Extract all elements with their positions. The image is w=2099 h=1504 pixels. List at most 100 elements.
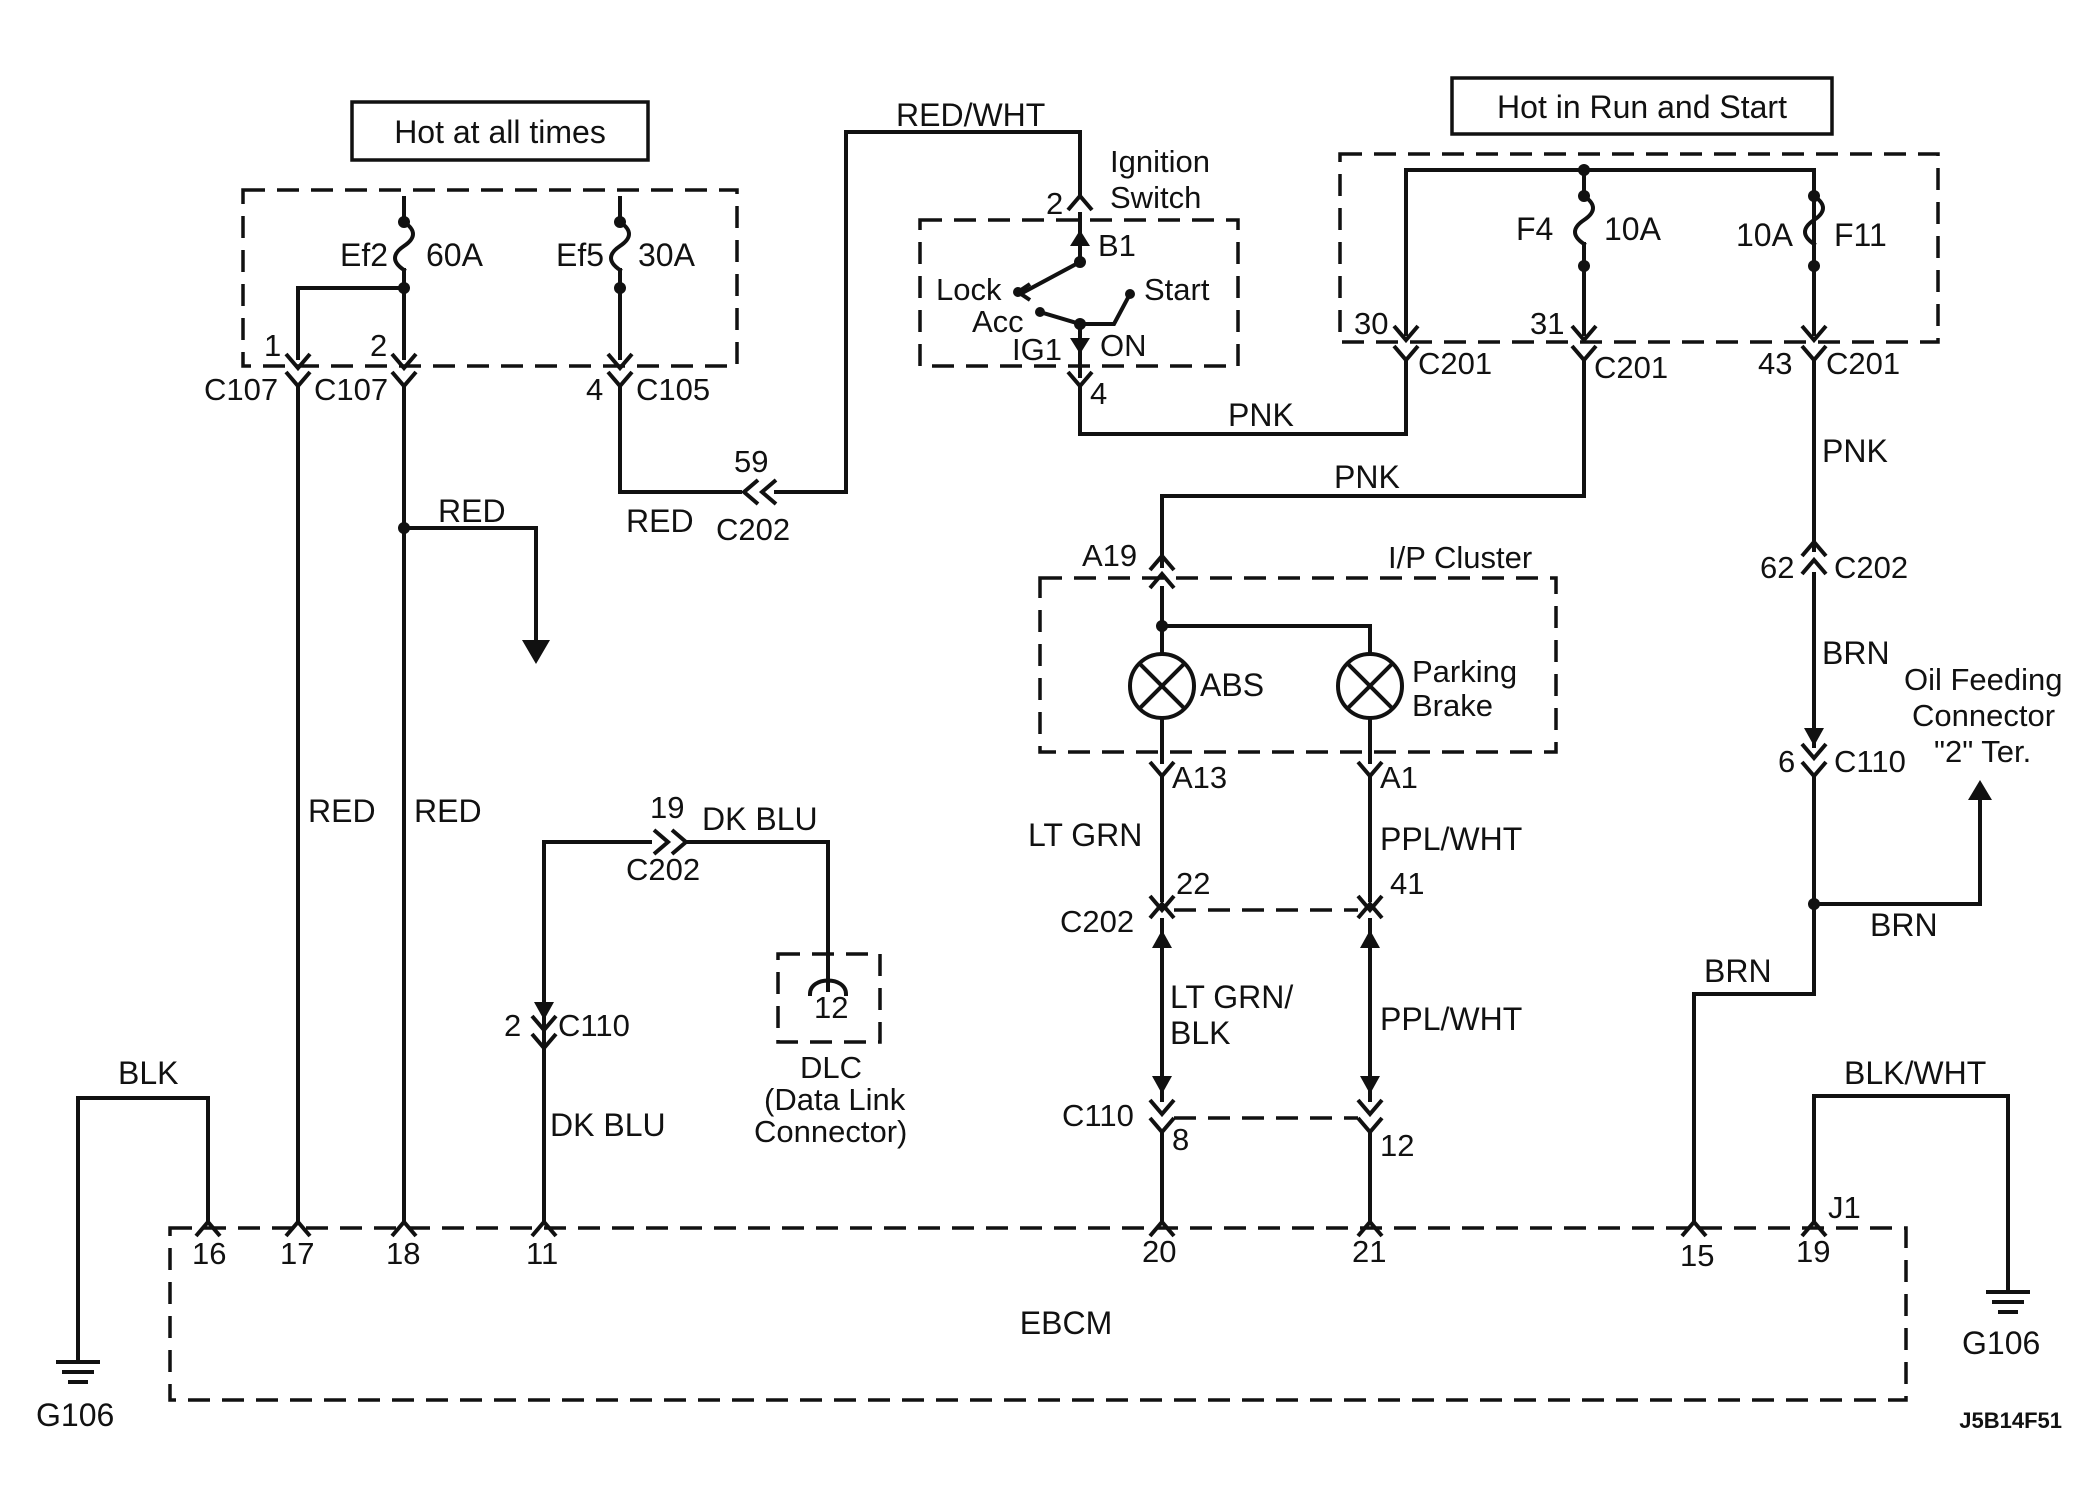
svg-text:C202: C202: [1060, 904, 1134, 939]
ebcm-module: EBCM 16 17 18 11 20 21 15 19 J1: [168, 1190, 1908, 1402]
dlc-connector: 12 DLC (Data Link Connector): [754, 952, 907, 1149]
svg-text:Ef5: Ef5: [556, 237, 604, 273]
svg-text:ON: ON: [1100, 328, 1147, 363]
svg-text:6: 6: [1778, 744, 1795, 779]
svg-text:BRN: BRN: [1822, 635, 1890, 671]
svg-text:C107: C107: [314, 372, 388, 407]
red-wires: RED RED RED: [296, 384, 550, 1224]
svg-text:11: 11: [526, 1236, 558, 1271]
connector-c107-c105: 1 2 C107 C107 4 C105: [204, 328, 710, 407]
svg-text:RED/WHT: RED/WHT: [896, 97, 1045, 133]
svg-text:Oil Feeding: Oil Feeding: [1904, 662, 2063, 697]
dlc-circuit: 19 DK BLU C202 2 C110 DK BLU 12 DLC (Dat…: [504, 790, 907, 1224]
svg-text:C110: C110: [1062, 1098, 1134, 1133]
svg-text:2: 2: [370, 328, 387, 363]
svg-text:DK BLU: DK BLU: [702, 801, 818, 837]
svg-text:12: 12: [1380, 1128, 1414, 1163]
ground-g106-right: BLK/WHT G106: [1812, 1055, 2040, 1361]
svg-text:19: 19: [1796, 1234, 1830, 1269]
svg-text:4: 4: [1090, 376, 1107, 411]
svg-text:C201: C201: [1418, 346, 1492, 381]
svg-text:EBCM: EBCM: [1020, 1305, 1112, 1341]
svg-text:"2" Ter.: "2" Ter.: [1934, 734, 2031, 769]
svg-text:1: 1: [264, 328, 281, 363]
svg-text:10A: 10A: [1604, 211, 1662, 247]
svg-text:A13: A13: [1172, 760, 1227, 795]
connector-c202-22-41: 22 41 C202 LT GRN/ BLK PPL/WHT: [1060, 866, 1522, 1102]
svg-text:C107: C107: [204, 372, 278, 407]
svg-text:43: 43: [1758, 346, 1792, 381]
connector-c110-8-12: C110 8 12: [1062, 1098, 1414, 1224]
svg-text:PNK: PNK: [1228, 397, 1294, 433]
svg-text:Switch: Switch: [1110, 180, 1201, 215]
ip-fuse-block: F4 10A 10A F11: [1338, 152, 1940, 344]
svg-text:4: 4: [586, 372, 603, 407]
svg-text:Lock: Lock: [936, 272, 1002, 307]
svg-text:IG1: IG1: [1012, 332, 1062, 367]
hot-at-all-times-label: Hot at all times: [350, 100, 650, 162]
svg-text:2: 2: [504, 1008, 521, 1043]
svg-text:62: 62: [1760, 550, 1794, 585]
svg-text:Hot at all times: Hot at all times: [394, 114, 606, 150]
svg-text:60A: 60A: [426, 237, 484, 273]
svg-text:C201: C201: [1594, 350, 1668, 385]
svg-text:PPL/WHT: PPL/WHT: [1380, 1001, 1522, 1037]
svg-text:LT GRN/: LT GRN/: [1170, 979, 1293, 1015]
svg-text:20: 20: [1142, 1234, 1176, 1269]
svg-text:C202: C202: [1834, 550, 1908, 585]
svg-text:F11: F11: [1834, 217, 1887, 253]
svg-text:DLC: DLC: [800, 1050, 862, 1085]
svg-text:(Data Link: (Data Link: [764, 1082, 906, 1117]
svg-text:Parking: Parking: [1412, 654, 1517, 689]
svg-text:G106: G106: [36, 1397, 114, 1433]
svg-text:RED: RED: [626, 503, 694, 539]
svg-text:LT GRN: LT GRN: [1028, 817, 1142, 853]
svg-text:C202: C202: [716, 512, 790, 547]
svg-text:G106: G106: [1962, 1325, 2040, 1361]
ignition-feed-wire: 59 RED C202 RED/WHT: [618, 97, 1082, 547]
svg-text:C110: C110: [1834, 744, 1906, 779]
svg-text:RED: RED: [438, 493, 506, 529]
svg-text:BRN: BRN: [1870, 907, 1938, 943]
figure-id: J5B14F51: [1959, 1408, 2062, 1433]
svg-text:A19: A19: [1082, 538, 1137, 573]
svg-text:B1: B1: [1098, 228, 1136, 263]
svg-text:BLK: BLK: [118, 1055, 178, 1091]
ip-cluster: I/P Cluster ABS Parking Brake: [1038, 540, 1558, 764]
svg-text:21: 21: [1352, 1234, 1386, 1269]
fuse-ef2: Ef2 60A: [340, 196, 484, 360]
svg-text:I/P Cluster: I/P Cluster: [1388, 540, 1532, 575]
svg-text:15: 15: [1680, 1238, 1714, 1273]
svg-text:PNK: PNK: [1822, 433, 1888, 469]
svg-text:F4: F4: [1516, 211, 1553, 247]
ignition-switch: 2 Ignition Switch B1 Lock Acc Start IG1 …: [918, 144, 1408, 436]
connector-c201: 30 C201 31 C201 43 C201: [1354, 306, 1900, 385]
svg-text:C105: C105: [636, 372, 710, 407]
parking-brake-lamp: Parking Brake: [1336, 652, 1517, 723]
svg-text:A1: A1: [1380, 760, 1418, 795]
svg-text:J1: J1: [1828, 1190, 1861, 1225]
svg-text:BLK: BLK: [1170, 1015, 1230, 1051]
svg-text:Ignition: Ignition: [1110, 144, 1210, 179]
svg-text:10A: 10A: [1736, 217, 1794, 253]
svg-text:16: 16: [192, 1236, 226, 1271]
pnk-cluster-feed: PNK A19: [1082, 358, 1586, 590]
hot-in-run-and-start-label: Hot in Run and Start: [1450, 76, 1834, 136]
svg-text:C201: C201: [1826, 346, 1900, 381]
svg-text:59: 59: [734, 444, 768, 479]
svg-text:RED: RED: [308, 793, 376, 829]
svg-text:19: 19: [650, 790, 684, 825]
svg-text:Start: Start: [1144, 272, 1210, 307]
brn-chain: PNK 62 C202 BRN 6 C110 BRN Oil Feeding C…: [1692, 358, 2063, 1224]
svg-text:ABS: ABS: [1200, 667, 1264, 703]
svg-text:PPL/WHT: PPL/WHT: [1380, 821, 1522, 857]
svg-text:RED: RED: [414, 793, 482, 829]
svg-text:C110: C110: [558, 1008, 630, 1043]
fuse-f4: F4 10A: [1516, 168, 1662, 336]
fuse-ef5: Ef5 30A: [556, 196, 696, 360]
svg-text:31: 31: [1530, 306, 1564, 341]
svg-text:18: 18: [386, 1236, 420, 1271]
svg-text:2: 2: [1046, 186, 1063, 221]
svg-text:BLK/WHT: BLK/WHT: [1844, 1055, 1986, 1091]
